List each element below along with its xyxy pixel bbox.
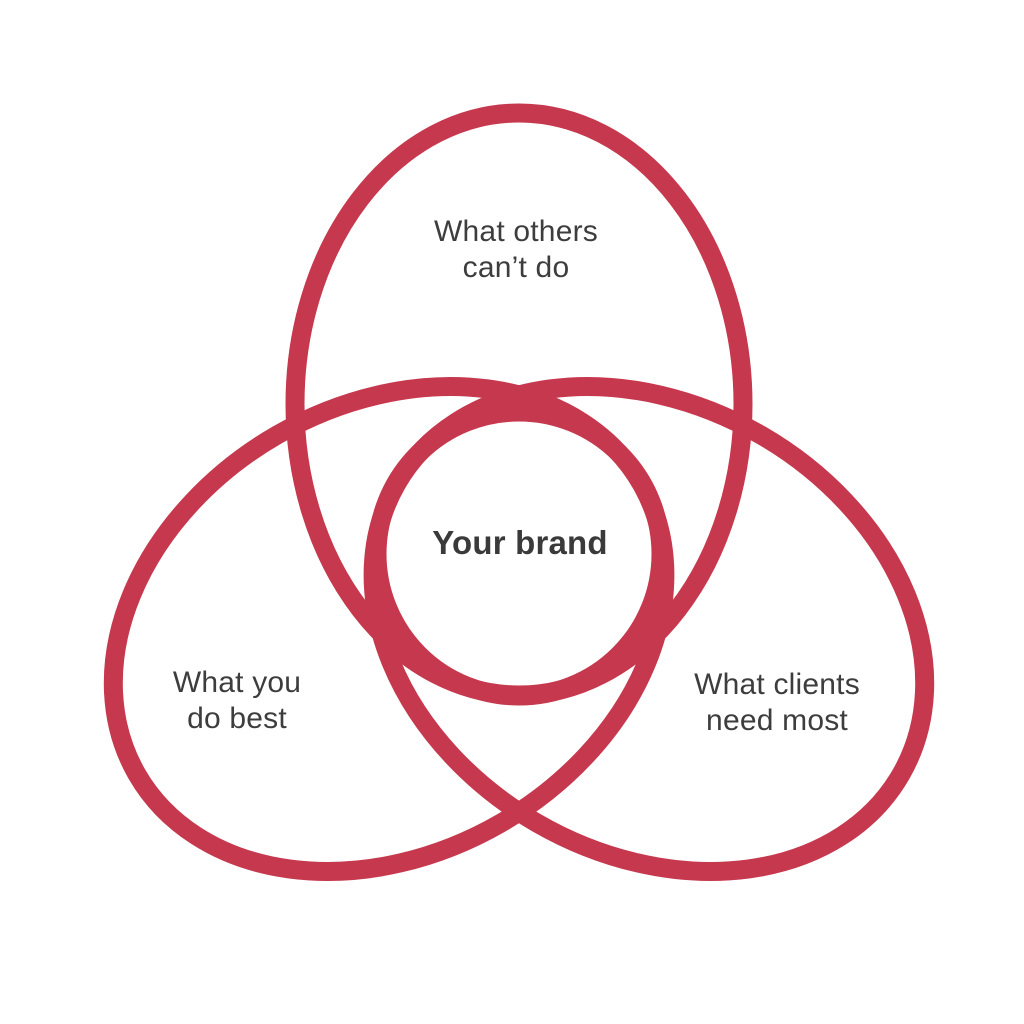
venn-center-circle: [367, 402, 671, 706]
label-what-you-do-best: What you do best: [172, 666, 302, 735]
label-your-brand: Your brand: [432, 524, 608, 561]
label-what-clients-need-most: What clients need most: [694, 668, 860, 737]
label-what-others-cant-do: What others can’t do: [434, 215, 598, 284]
